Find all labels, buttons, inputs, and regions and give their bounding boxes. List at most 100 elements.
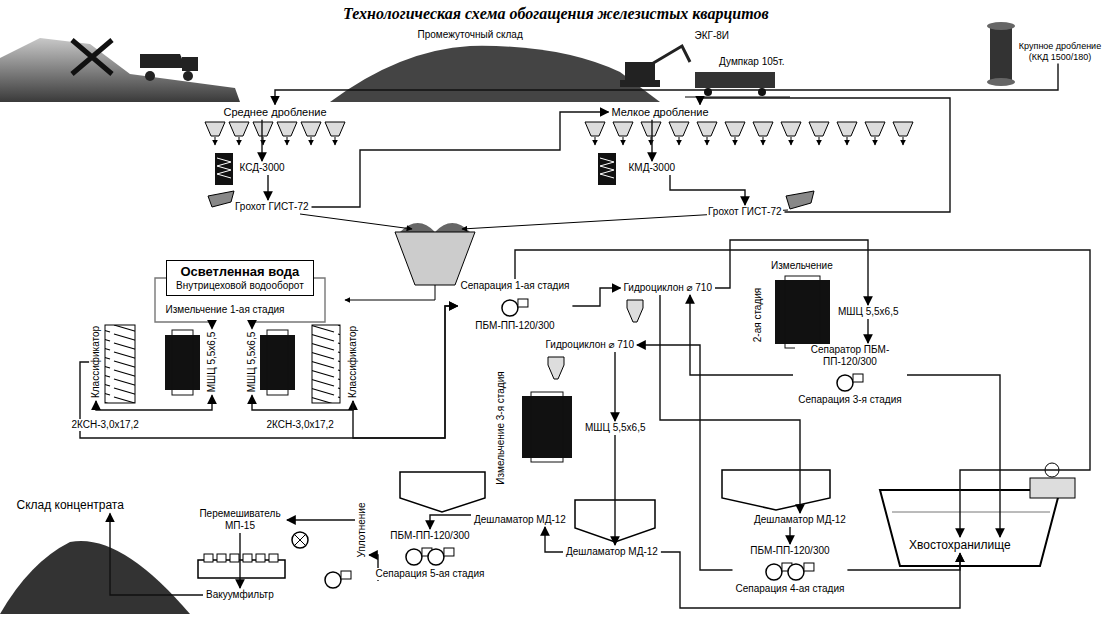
feed-arrow bbox=[595, 137, 596, 145]
filter-cell bbox=[269, 554, 278, 562]
cone-crusher bbox=[215, 153, 233, 185]
dump-car bbox=[685, 72, 790, 97]
magnetic-separator bbox=[428, 549, 444, 565]
node-text: Среднее дробление bbox=[223, 106, 328, 119]
flow-line bbox=[847, 553, 960, 570]
label-text: Измельчение 1-ая стадия bbox=[165, 304, 286, 316]
equipment-label: МШЦ 5,5х6,5 bbox=[205, 329, 219, 395]
cone-crusher bbox=[598, 153, 616, 185]
vacuum-filter bbox=[198, 560, 285, 578]
gyratory-crusher bbox=[987, 22, 1015, 86]
flow-line bbox=[637, 345, 733, 570]
node-text: Гидроциклон ⌀ 710 bbox=[623, 282, 714, 294]
equipment-label: Вакуумфильтр bbox=[203, 588, 277, 602]
feed-arrow bbox=[903, 137, 904, 145]
flow-line bbox=[267, 175, 268, 200]
vacuum-filter bbox=[198, 554, 285, 578]
feed-arrow bbox=[875, 137, 876, 145]
flow-line bbox=[353, 306, 458, 438]
node-text: Осветленная вода bbox=[175, 264, 305, 280]
feed-arrow bbox=[847, 137, 848, 145]
flow-line bbox=[287, 519, 355, 520]
tailings-pond bbox=[1030, 478, 1075, 498]
water-box: Осветленная водаВнутрицеховой водооборот bbox=[166, 260, 314, 296]
concentrate-pile bbox=[0, 541, 190, 614]
label-text: 2КСН-3,0х17,2 bbox=[71, 419, 140, 431]
node-text: Крупное дробление (ККД 1500/180) bbox=[1015, 41, 1105, 63]
node-text: Сепаратор ПБМ-ПП-120/300 bbox=[795, 344, 905, 368]
open-pit bbox=[0, 38, 240, 102]
classifier bbox=[105, 325, 340, 403]
ore-bunker bbox=[300, 210, 788, 300]
flow-line bbox=[545, 527, 563, 552]
magnetic-separator bbox=[325, 572, 341, 588]
equipment-label: Дешламатор МД-12 bbox=[471, 513, 569, 527]
ball-mill bbox=[172, 330, 193, 395]
equipment-label: Грохот ГИСТ-72 bbox=[705, 205, 785, 219]
ore-bin bbox=[301, 122, 321, 136]
screen bbox=[786, 191, 814, 209]
equipment-label: Сепаратор ПБМ-ПП-120/300Сепарация 3-я ст… bbox=[793, 343, 907, 407]
node-text: ПБМ-ПП-120/300 bbox=[460, 320, 571, 332]
label-text: Измельчение bbox=[770, 260, 834, 272]
open-pit bbox=[145, 71, 155, 81]
node-text: Грохот ГИСТ-72 bbox=[234, 201, 310, 213]
diagram-title: Технологическая схема обогащения железис… bbox=[343, 5, 769, 23]
excavator bbox=[650, 46, 690, 65]
vacuum-filter bbox=[204, 554, 278, 562]
node-text: Мелкое дробление bbox=[611, 106, 710, 119]
open-pit bbox=[72, 40, 112, 74]
ore-bin bbox=[893, 122, 913, 136]
open-pit bbox=[183, 71, 193, 81]
open-pit bbox=[0, 38, 240, 102]
node-text: ПБМ-ПП-120/300 bbox=[735, 545, 846, 557]
node-text: КСД-3000 bbox=[239, 162, 286, 174]
equipment-label: Классификатор bbox=[89, 323, 103, 401]
dump-car bbox=[695, 72, 775, 88]
equipment-label: Гидроциклон ⌀ 710 bbox=[621, 281, 716, 295]
filter-cell bbox=[230, 554, 239, 562]
flow-line bbox=[789, 527, 790, 544]
feed-arrow bbox=[735, 137, 736, 145]
flow-line bbox=[239, 533, 240, 588]
screen bbox=[208, 191, 234, 207]
ore-bin bbox=[585, 122, 605, 136]
equipment-label: КМД-3000 bbox=[626, 161, 679, 175]
ore-bin bbox=[205, 122, 225, 136]
node-text: Вакуумфильтр bbox=[205, 589, 275, 601]
classifier bbox=[312, 325, 340, 403]
flow-line bbox=[651, 120, 652, 161]
ball-mill bbox=[531, 392, 563, 462]
ore-bin bbox=[277, 122, 297, 136]
node-text: Перемешиватель МП-15 bbox=[195, 508, 285, 532]
ore-bin bbox=[253, 122, 273, 136]
stockpile bbox=[330, 46, 660, 102]
ore-bin bbox=[725, 122, 745, 136]
node-text: Дешламатор МД-12 bbox=[473, 514, 567, 526]
equipment-label: МШЦ 5,5х6,5 bbox=[835, 305, 901, 319]
node-text: Классификатор bbox=[347, 325, 359, 399]
node-text: КМД-3000 bbox=[628, 162, 677, 174]
flow-line bbox=[614, 435, 615, 545]
ball-mill bbox=[522, 396, 572, 458]
equipment-label: Грохот ГИСТ-72 bbox=[232, 200, 312, 214]
flow-line bbox=[907, 375, 1000, 537]
hydrocyclone bbox=[548, 357, 564, 379]
ore-bin bbox=[669, 122, 689, 136]
stockpile bbox=[330, 46, 660, 102]
equipment-label: Мелкое дробление bbox=[609, 105, 712, 120]
label-text: Измельчение 3-я стадия bbox=[494, 370, 506, 485]
ore-bin bbox=[325, 122, 345, 136]
dump-car bbox=[758, 88, 766, 96]
label-text: ЭКГ-8И bbox=[694, 30, 731, 42]
flow-line bbox=[715, 240, 868, 305]
flow-line bbox=[690, 295, 793, 375]
equipment-label: Дешламатор МД-12 bbox=[563, 545, 661, 559]
gyratory-crusher bbox=[987, 78, 1015, 86]
flow-line bbox=[614, 352, 615, 421]
ball-mill bbox=[775, 280, 830, 344]
magnetic-separator bbox=[518, 299, 528, 307]
label-text: Промежуточный склад bbox=[417, 29, 524, 41]
ore-bunker bbox=[300, 214, 412, 229]
node-text: МШЦ 5,5х6,5 bbox=[584, 422, 646, 434]
